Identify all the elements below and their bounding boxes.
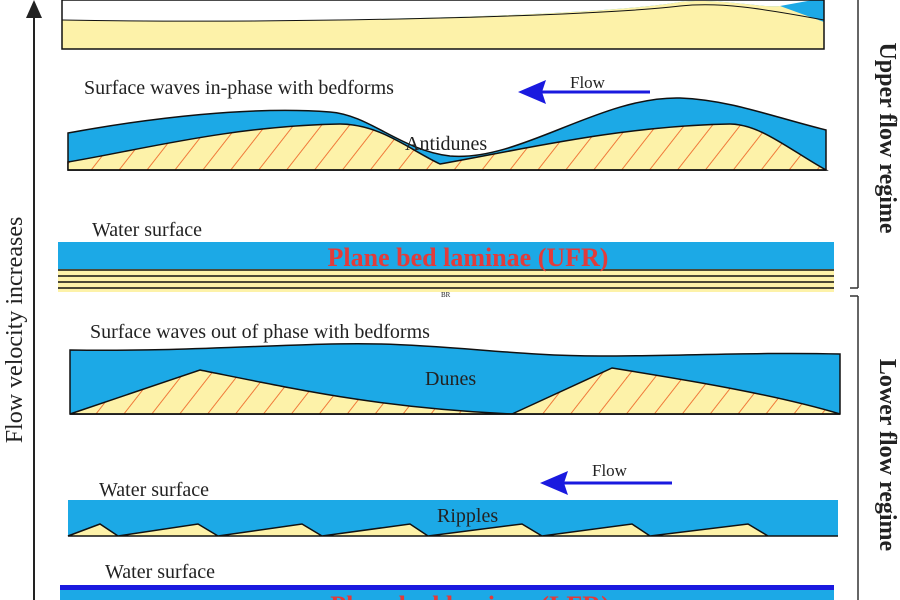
upper-regime-bracket <box>850 0 859 289</box>
dunes-label: Dunes <box>425 368 476 390</box>
velocity-axis-label: Flow velocity increases <box>2 217 28 444</box>
plane-ufr-watermark: BR <box>441 291 451 299</box>
upper-regime-label: Upper flow regime <box>874 42 900 233</box>
antidunes-flow-arrow <box>518 80 650 104</box>
ripples-flow-arrow <box>540 471 672 495</box>
dunes-caption: Surface waves out of phase with bedforms <box>90 321 430 343</box>
dunes-sand-right <box>511 367 841 415</box>
ripples-label: Ripples <box>437 505 498 527</box>
top-partial-panel <box>61 0 825 50</box>
lower-regime-label: Lower flow regime <box>874 359 900 552</box>
plane-lfr-caption: Water surface <box>105 561 215 583</box>
antidunes-caption: Surface waves in-phase with bedforms <box>84 77 394 99</box>
plane-lfr-water <box>60 590 834 600</box>
velocity-axis <box>26 0 42 600</box>
plane-lfr-surface <box>60 585 834 590</box>
ripples-sand <box>67 523 838 537</box>
ripples-caption: Water surface <box>99 479 209 501</box>
top-panel-sand <box>62 1 824 50</box>
antidunes-label: Antidunes <box>405 133 487 155</box>
plane-lfr-label: Plane bed laminae (LFR) <box>330 591 610 600</box>
dunes-sand-left <box>69 369 513 415</box>
plane-ufr-panel <box>58 242 834 292</box>
plane-ufr-label: Plane bed laminae (UFR) <box>328 243 609 272</box>
ripples-flow-label: Flow <box>592 461 628 480</box>
antidunes-sand <box>67 123 829 171</box>
plane-ufr-caption: Water surface <box>92 219 202 241</box>
antidunes-flow-label: Flow <box>570 73 606 92</box>
lower-regime-bracket <box>850 295 859 600</box>
